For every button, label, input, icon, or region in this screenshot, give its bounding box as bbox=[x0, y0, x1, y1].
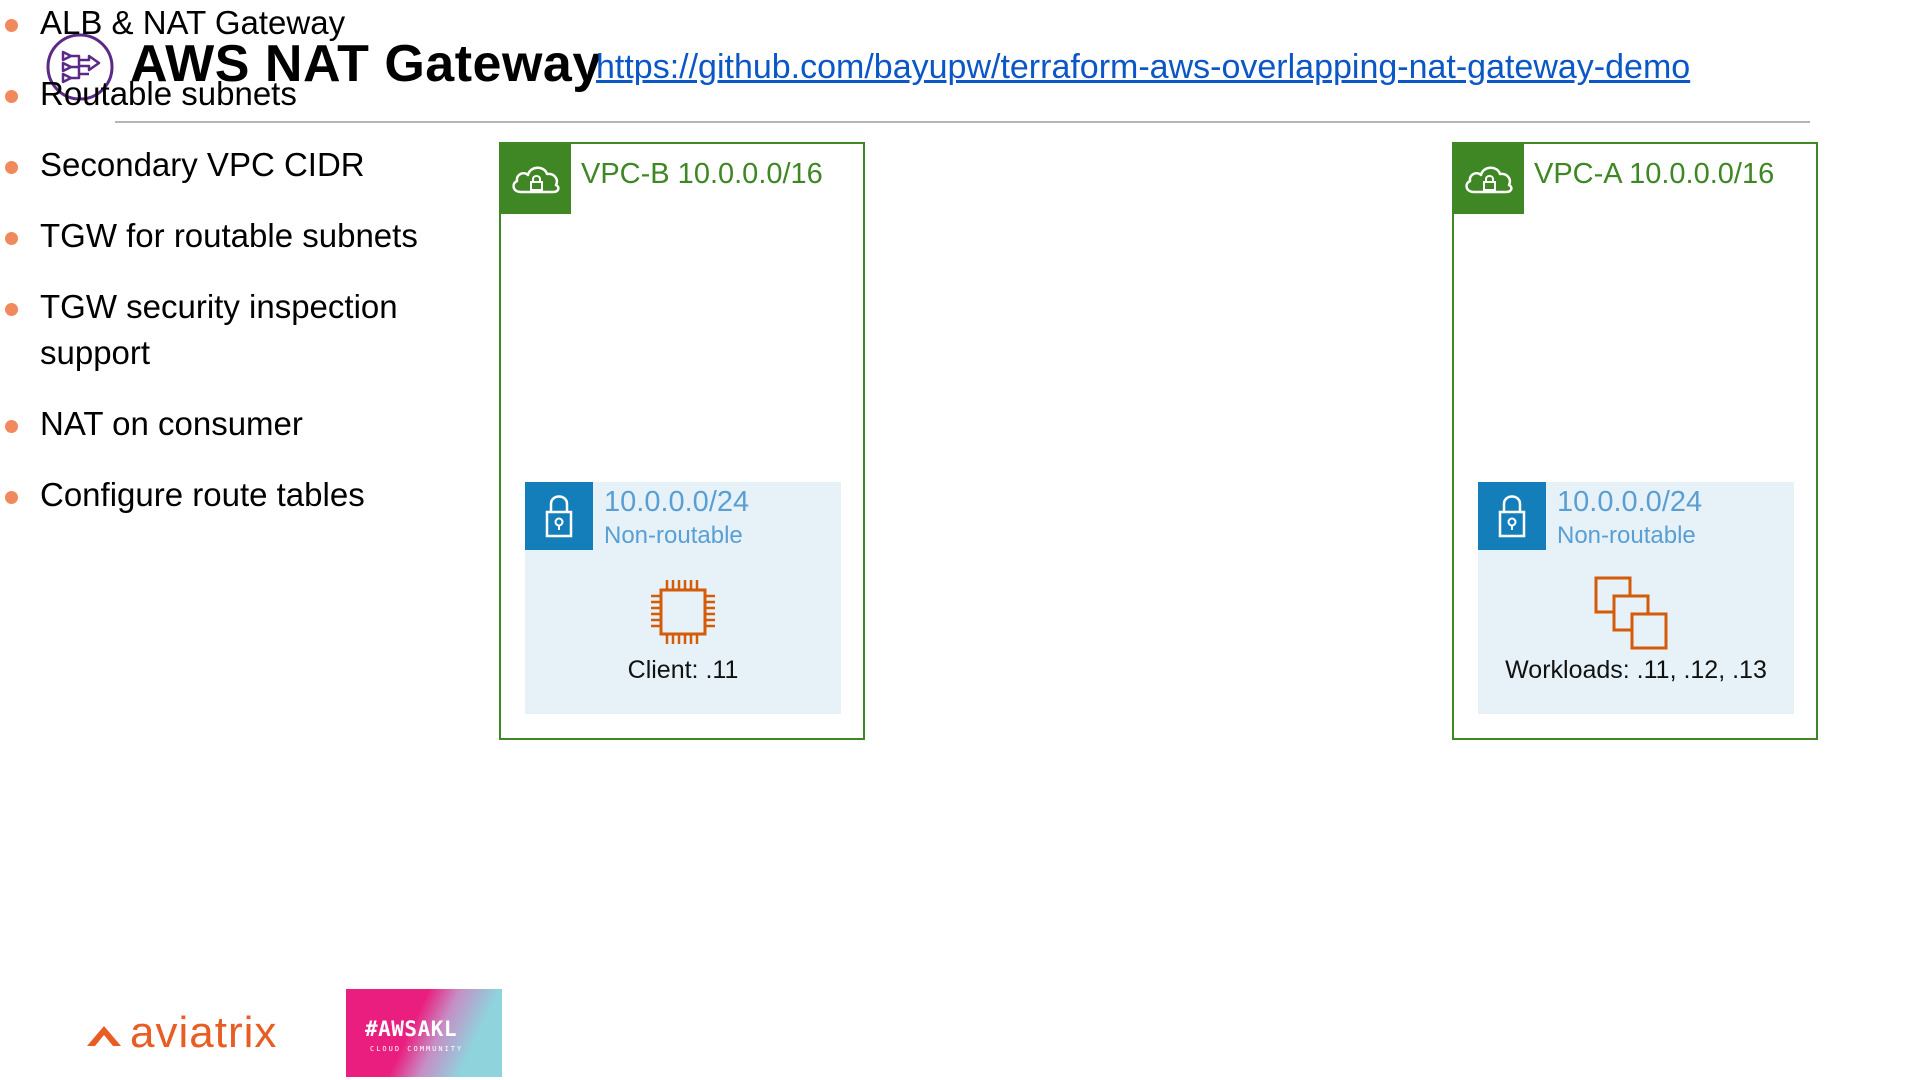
awsakl-logo: #AWSAKL CLOUD COMMUNITY bbox=[346, 989, 502, 1077]
bullet-text: ALB & NAT Gateway bbox=[40, 4, 346, 41]
aviatrix-logo: aviatrix bbox=[130, 1008, 278, 1057]
bullet-item: ALB & NAT Gateway bbox=[0, 0, 440, 46]
bullet-text: Configure route tables bbox=[40, 476, 365, 513]
bullet-item: Routable subnets bbox=[0, 71, 440, 117]
subnet-type: Non-routable bbox=[1557, 522, 1696, 549]
vpc-b-box: VPC-B 10.0.0.0/16 10.0.0.0/24 Non-routab… bbox=[499, 142, 865, 740]
subnet-box: 10.0.0.0/24 Non-routable Workloads: .11,… bbox=[1478, 482, 1794, 714]
bullet-text: TGW for routable subnets bbox=[40, 217, 418, 254]
bullet-dot-icon bbox=[5, 420, 18, 433]
ec2-instance-icon bbox=[647, 576, 719, 653]
bullet-item: NAT on consumer bbox=[0, 401, 440, 447]
page-title: AWS NAT Gateway bbox=[130, 35, 602, 93]
repo-link[interactable]: https://github.com/bayupw/terraform-aws-… bbox=[596, 48, 1691, 86]
resource-label: Workloads: .11, .12, .13 bbox=[1505, 656, 1767, 684]
awsakl-logo-subtext: CLOUD COMMUNITY bbox=[370, 1045, 464, 1053]
nat-gateway-icon bbox=[45, 32, 115, 102]
bullet-text: TGW security inspection support bbox=[40, 288, 398, 371]
bullet-dot-icon bbox=[5, 19, 18, 32]
bullet-dot-icon bbox=[5, 161, 18, 174]
bullet-item: Secondary VPC CIDR bbox=[0, 142, 440, 188]
vpc-label: VPC-B 10.0.0.0/16 bbox=[581, 158, 823, 190]
bullet-text: Secondary VPC CIDR bbox=[40, 146, 365, 183]
subnet-type: Non-routable bbox=[604, 522, 743, 549]
bullet-list: ALB & NAT Gateway Routable subnets Secon… bbox=[0, 0, 440, 518]
vpc-cloud-lock-icon bbox=[501, 144, 571, 214]
bullet-dot-icon bbox=[5, 303, 18, 316]
vpc-label: VPC-A 10.0.0.0/16 bbox=[1534, 158, 1775, 190]
awsakl-logo-text: #AWSAKL bbox=[365, 1017, 458, 1041]
subnet-cidr: 10.0.0.0/24 bbox=[604, 486, 750, 518]
bullet-item: TGW security inspection support bbox=[0, 284, 440, 376]
subnet-lock-icon bbox=[525, 482, 593, 550]
resource-label: Client: .11 bbox=[627, 656, 739, 684]
bullet-item: Configure route tables bbox=[0, 472, 440, 518]
subnet-box: 10.0.0.0/24 Non-routable Client: .11 bbox=[525, 482, 841, 714]
subnet-lock-icon bbox=[1478, 482, 1546, 550]
bullet-text: NAT on consumer bbox=[40, 405, 303, 442]
subnet-cidr: 10.0.0.0/24 bbox=[1557, 486, 1703, 518]
bullet-dot-icon bbox=[5, 90, 18, 103]
bullet-dot-icon bbox=[5, 232, 18, 245]
vpc-a-box: VPC-A 10.0.0.0/16 10.0.0.0/24 Non-routab… bbox=[1452, 142, 1818, 740]
bullet-dot-icon bbox=[5, 491, 18, 504]
vpc-cloud-lock-icon bbox=[1454, 144, 1524, 214]
bullet-text: Routable subnets bbox=[40, 75, 297, 112]
bullet-item: TGW for routable subnets bbox=[0, 213, 440, 259]
multiple-instances-icon bbox=[1592, 576, 1676, 661]
aviatrix-chevron-icon bbox=[85, 1022, 123, 1053]
header-divider bbox=[115, 121, 1810, 123]
